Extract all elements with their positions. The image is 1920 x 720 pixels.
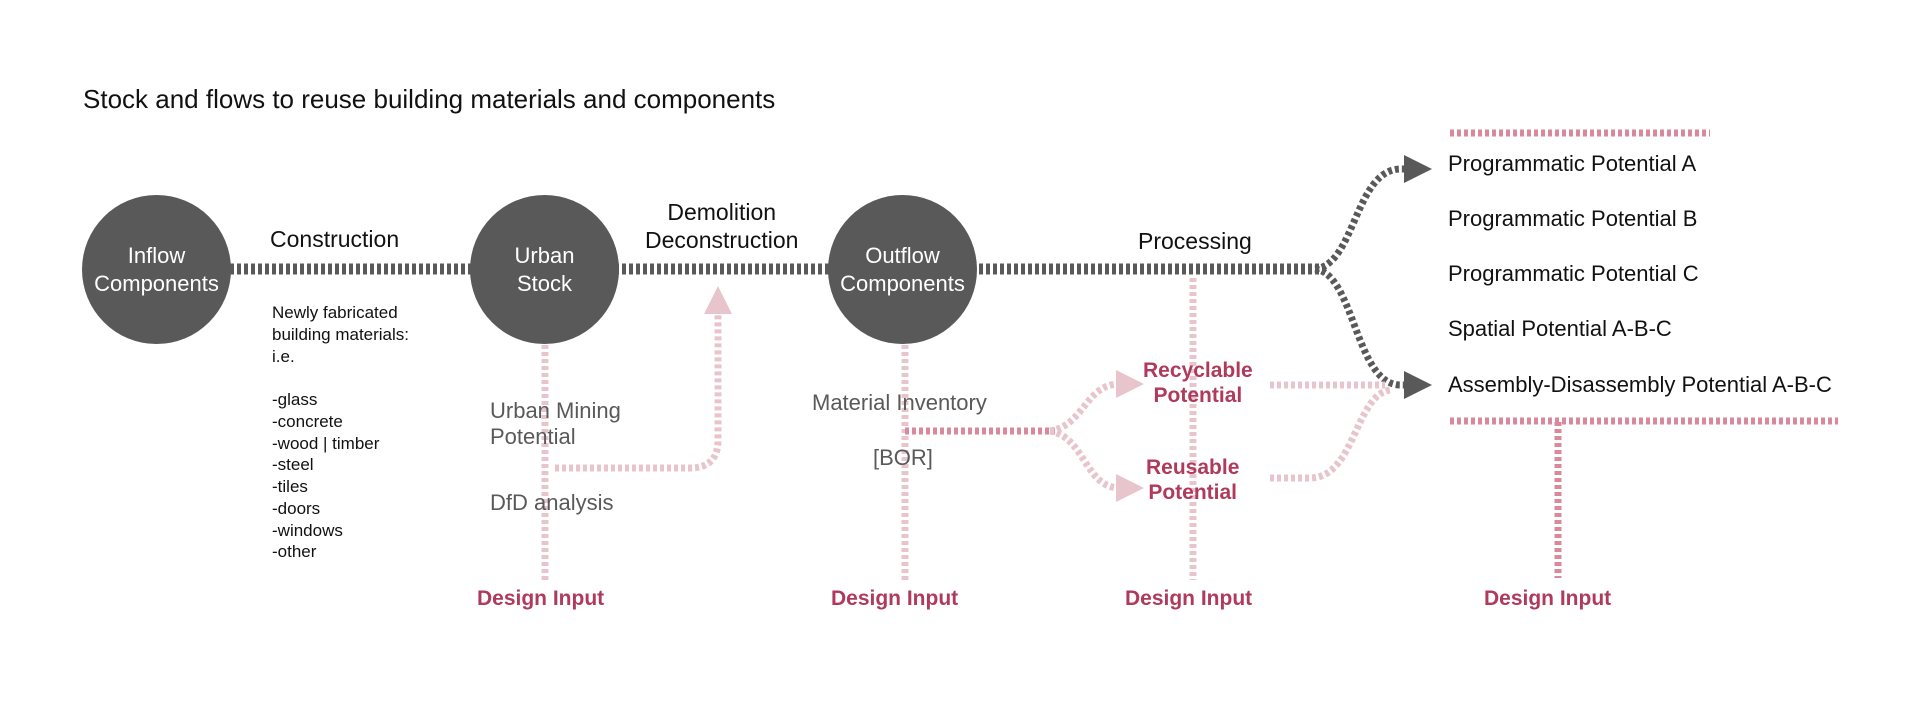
processing-label: Processing <box>1138 228 1252 254</box>
potential-item: Programmatic Potential B <box>1448 206 1698 231</box>
potential-item: Programmatic Potential A <box>1448 151 1697 176</box>
demolition-deconstruction-label: Demolition Deconstruction <box>645 199 799 253</box>
branch-down-arrow <box>1314 265 1432 399</box>
reusable-arrow <box>1049 427 1144 502</box>
diagram-title: Stock and flows to reuse building materi… <box>83 84 776 114</box>
inflow-components-label: Inflow Components <box>94 243 219 296</box>
urban-stock-label: Urban Stock <box>514 243 575 296</box>
urban-mining-arrow <box>555 286 732 472</box>
recyclable-potential-label: Recyclable Potential <box>1143 359 1253 408</box>
potential-item: Spatial Potential A-B-C <box>1448 316 1672 341</box>
materials-note: Newly fabricated building materials: i.e… <box>272 303 410 562</box>
reusable-to-potential-line <box>1270 386 1391 482</box>
urban-mining-potential-label: Urban Mining Potential <box>490 398 621 450</box>
potential-item: Assembly-Disassembly Potential A-B-C <box>1448 372 1832 397</box>
material-inventory-label: Material Inventory <box>812 390 987 415</box>
urban-stock-node: Urban Stock <box>470 195 619 344</box>
outflow-components-node: Outflow Components <box>828 195 977 344</box>
design-input-label: Design Input <box>1484 587 1612 610</box>
outflow-components-label: Outflow Components <box>840 243 965 296</box>
inflow-components-node: Inflow Components <box>82 195 231 344</box>
design-input-label: Design Input <box>1125 587 1253 610</box>
dfd-analysis-label: DfD analysis <box>490 490 614 515</box>
design-input-label: Design Input <box>831 587 959 610</box>
branch-up-arrow <box>1314 155 1432 273</box>
potential-item: Programmatic Potential C <box>1448 261 1699 286</box>
recyclable-arrow <box>1049 370 1144 435</box>
bor-label: [BOR] <box>873 445 933 470</box>
construction-label: Construction <box>270 226 400 252</box>
reusable-potential-label: Reusable Potential <box>1146 456 1240 505</box>
design-input-label: Design Input <box>477 587 605 610</box>
